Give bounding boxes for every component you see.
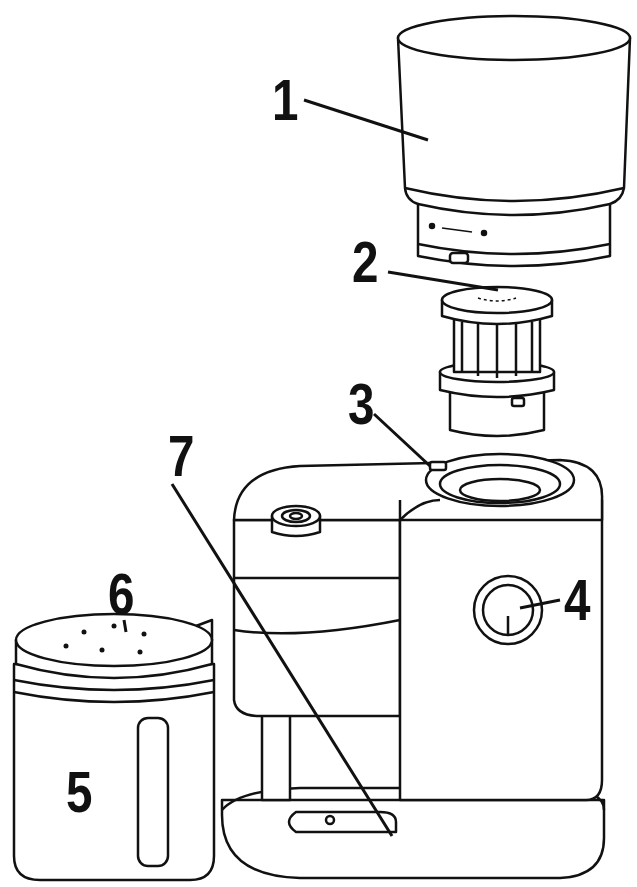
callout-number: 7 — [168, 427, 194, 485]
callout-number: 5 — [66, 763, 92, 821]
callout-number: 3 — [348, 375, 374, 433]
callout-number: 6 — [108, 565, 134, 623]
burr-insert — [440, 287, 554, 436]
grounds-container — [14, 614, 214, 880]
callout-number: 1 — [272, 71, 298, 129]
leader-lines — [124, 100, 560, 836]
hopper — [398, 16, 630, 266]
callout-number: 2 — [352, 233, 378, 291]
grinder-body — [222, 454, 604, 878]
callout-number: 4 — [564, 571, 590, 629]
